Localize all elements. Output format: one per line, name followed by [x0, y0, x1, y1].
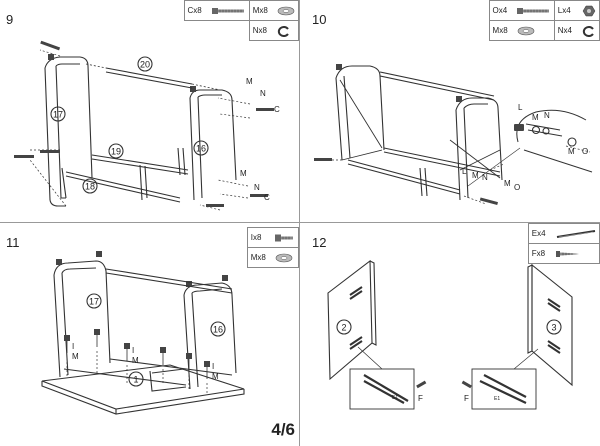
long-bolt-icon: [516, 7, 549, 14]
washer-icon: [277, 6, 295, 15]
callout-m-bottom: M: [504, 179, 511, 188]
callout-n: N: [260, 89, 266, 98]
callout-part-2: 2: [341, 323, 346, 333]
parts-list: Ox4 Lx4 Mx8 Nx4: [488, 0, 600, 41]
callout-m: M: [246, 77, 253, 86]
page-number: 4/6: [271, 420, 295, 439]
callout-n-lower: N: [254, 183, 260, 192]
spring-washer-icon: [582, 25, 594, 37]
callout-m-lower: M: [240, 169, 247, 178]
callout-part-18: 18: [85, 182, 95, 192]
drawer-rail-icon: [556, 229, 596, 238]
callout-m-lower: M: [472, 171, 479, 180]
callout-m: M: [72, 352, 79, 361]
spring-washer-icon: [277, 25, 289, 37]
part-label: Ix8: [250, 232, 262, 242]
parts-cell: Fx8: [527, 243, 600, 264]
washer-icon: [517, 26, 535, 35]
callout-part-20: 20: [140, 60, 150, 70]
callout-m-right: M: [212, 372, 219, 381]
part-label: Mx8: [492, 25, 508, 35]
callout-m: M: [532, 113, 539, 122]
callout-m-mid: M: [132, 356, 139, 365]
callout-part-17: 17: [53, 110, 63, 120]
callout-part-17: 17: [89, 297, 99, 307]
step-number: 9: [6, 12, 14, 27]
part-label: Cx8: [187, 5, 202, 15]
callout-e1-right: E1: [494, 396, 500, 402]
step-9-panel: 9 Cx8 Mx8 Nx8: [0, 0, 300, 223]
parts-list: Ex4 Fx8: [527, 223, 600, 264]
callout-n: N: [544, 111, 550, 120]
callout-o-bottom: O: [514, 183, 520, 192]
callout-i: I: [72, 342, 74, 351]
parts-list: Cx8 Mx8 Nx8: [183, 0, 300, 41]
step-number: 10: [312, 12, 327, 27]
callout-n-lower: N: [482, 173, 488, 182]
step-11-drawing: 17 16 1 I M I M I M: [41, 251, 245, 415]
step-12-drawing: 2 3 E1 E1 F F: [327, 259, 573, 410]
step-10-drawing: L M N M O L M N M O: [314, 64, 593, 206]
callout-e1: E1: [392, 395, 398, 401]
callout-part-16: 16: [196, 144, 206, 154]
washer-icon: [275, 253, 293, 262]
parts-cell: Mx8: [248, 0, 300, 21]
callout-f: F: [418, 394, 423, 403]
part-label: Nx4: [557, 25, 572, 35]
screw-icon: [556, 250, 579, 257]
part-label: Ex4: [531, 228, 546, 238]
callout-part-3: 3: [551, 323, 556, 333]
parts-list: Ix8 Mx8: [246, 227, 300, 268]
callout-f-right: F: [464, 394, 469, 403]
bolt-icon: [211, 7, 244, 14]
short-bolt-icon: [275, 234, 293, 241]
callout-l: L: [518, 103, 523, 112]
step-9-drawing: 20 17 19 16 18 M N C M N C: [14, 40, 280, 211]
parts-cell: Mx8: [246, 247, 300, 268]
parts-cell: Mx8: [488, 20, 555, 41]
callout-i-mid: I: [132, 346, 134, 355]
parts-cell: Cx8: [183, 0, 250, 21]
part-label: Nx8: [252, 25, 267, 35]
callout-i-right: I: [212, 362, 214, 371]
step-number: 12: [312, 235, 327, 250]
callout-c: C: [274, 105, 280, 114]
callout-part-19: 19: [111, 147, 121, 157]
part-label: Fx8: [531, 248, 546, 258]
parts-cell: Nx8: [248, 20, 300, 41]
callout-part-16: 16: [213, 325, 223, 335]
part-label: Mx8: [252, 5, 268, 15]
callout-m-detail: M: [568, 147, 575, 156]
parts-cell: Nx4: [553, 20, 600, 41]
callout-part-1: 1: [133, 375, 138, 385]
step-number: 11: [6, 235, 20, 250]
callout-c-lower: C: [264, 193, 270, 202]
nut-icon: [582, 5, 596, 16]
callout-o-detail: O: [582, 147, 588, 156]
callout-l-lower: L: [462, 167, 467, 176]
part-label: Mx8: [250, 252, 266, 262]
step-11-panel: 11 Ix8 Mx8: [0, 223, 300, 446]
part-label: Lx4: [557, 5, 571, 15]
step-10-panel: 10 Ox4 Lx4 Mx8 Nx4: [300, 0, 600, 223]
step-12-panel: 12 Ex4 Fx8 2 3 E1 E1: [300, 223, 600, 446]
part-label: Ox4: [492, 5, 508, 15]
